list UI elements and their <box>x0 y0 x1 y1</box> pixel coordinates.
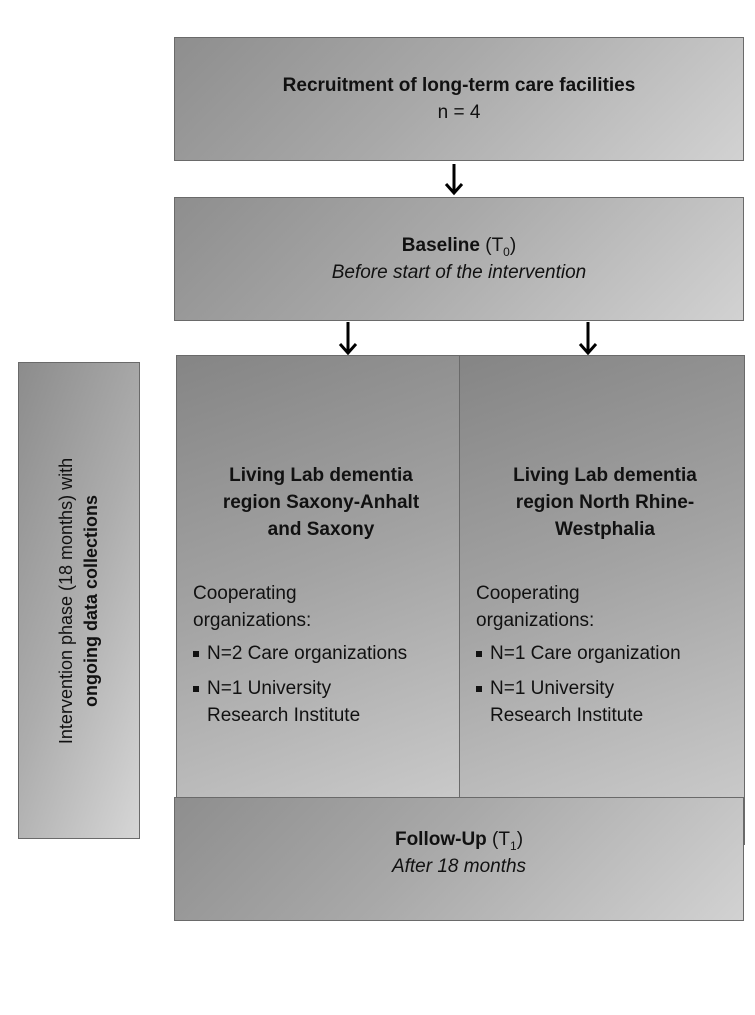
title-line: region North Rhine- <box>515 492 695 513</box>
baseline-box: Baseline (T0) Before start of the interv… <box>174 197 744 321</box>
title-line: Living Lab dementia <box>513 465 697 486</box>
bullet-text: N=1 University <box>207 678 332 699</box>
baseline-title: Baseline <box>401 235 480 256</box>
bullet-text: Research Institute <box>490 705 644 726</box>
living-lab-left-box: Living Lab dementia region Saxony-Anhalt… <box>176 355 460 845</box>
title-line: Westphalia <box>555 519 655 540</box>
bullet-square-icon <box>476 686 482 692</box>
baseline-time-sub: 0 <box>503 244 510 259</box>
cooperating-label: Cooperating organizations: <box>193 580 449 634</box>
bullet-item: N=2 Care organizations <box>193 640 449 667</box>
bullet-square-icon <box>476 651 482 657</box>
cooperating-label: Cooperating organizations: <box>476 580 734 634</box>
recruitment-n: n = 4 <box>437 102 481 123</box>
living-lab-right-title: Living Lab dementia region North Rhine- … <box>476 462 734 543</box>
recruitment-title: Recruitment of long-term care facilities <box>282 75 636 96</box>
baseline-subtitle: Before start of the intervention <box>331 262 587 283</box>
phase-text-bold: ongoing data collections <box>81 494 101 707</box>
followup-box: Follow-Up (T1) After 18 months <box>174 797 744 921</box>
intervention-phase-box: Intervention phase (18 months) with ongo… <box>18 362 140 839</box>
intervention-phase-text: Intervention phase (18 months) with ongo… <box>54 371 104 831</box>
title-line: Living Lab dementia <box>229 465 413 486</box>
recruitment-box: Recruitment of long-term care facilities… <box>174 37 744 161</box>
phase-text-prefix: Intervention phase (18 months) with <box>56 457 76 744</box>
bullet-text: N=1 Care organization <box>490 643 681 664</box>
followup-subtitle: After 18 months <box>391 856 527 877</box>
bullet-item: N=1 University Research Institute <box>476 675 734 729</box>
followup-title: Follow-Up <box>394 829 487 850</box>
bullet-square-icon <box>193 651 199 657</box>
arrow-baseline-to-left-lab <box>338 322 358 356</box>
coop-line: organizations: <box>476 610 595 631</box>
bullet-square-icon <box>193 686 199 692</box>
baseline-time-label: T <box>491 235 504 256</box>
bullet-text: N=2 Care organizations <box>207 643 408 664</box>
arrow-recruit-to-baseline <box>444 164 464 196</box>
title-line: and Saxony <box>267 519 375 540</box>
living-lab-left-title: Living Lab dementia region Saxony-Anhalt… <box>193 462 449 543</box>
coop-line: organizations: <box>193 610 312 631</box>
bullet-item: N=1 University Research Institute <box>193 675 449 729</box>
bullet-item: N=1 Care organization <box>476 640 734 667</box>
bullet-text: Research Institute <box>207 705 361 726</box>
bullet-text: N=1 University <box>490 678 615 699</box>
followup-time-sub: 1 <box>510 838 517 853</box>
arrow-baseline-to-right-lab <box>578 322 598 356</box>
followup-time-label: T <box>498 829 510 850</box>
living-lab-right-box: Living Lab dementia region North Rhine- … <box>459 355 745 845</box>
coop-line: Cooperating <box>193 583 297 604</box>
title-line: region Saxony-Anhalt <box>222 492 420 513</box>
coop-line: Cooperating <box>476 583 580 604</box>
